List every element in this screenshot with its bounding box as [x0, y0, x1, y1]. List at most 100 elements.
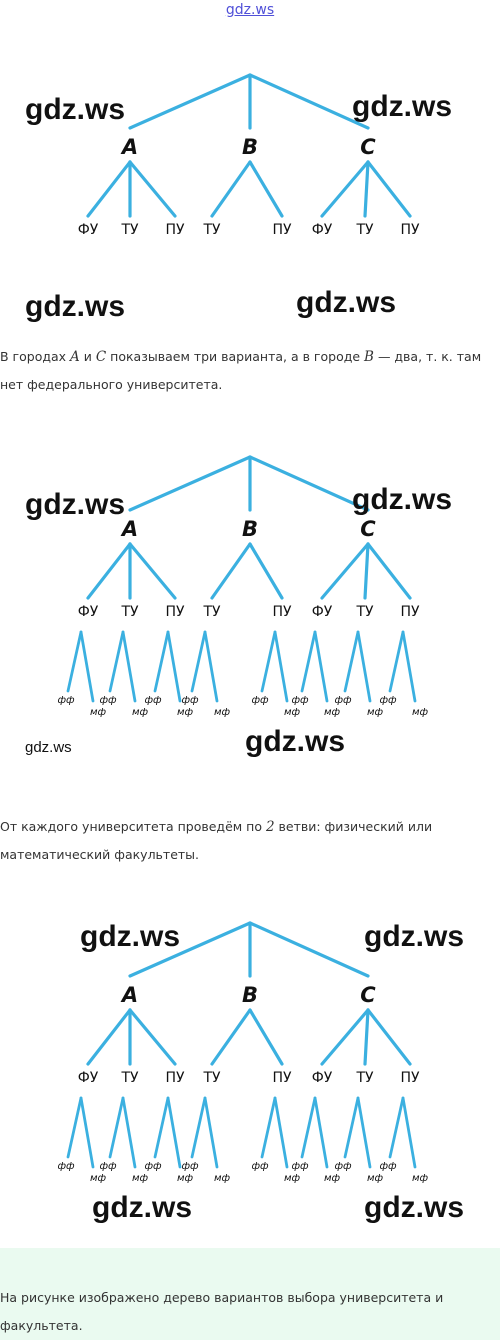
branch-A-ТУ-mf	[121, 630, 137, 703]
paragraph-2: От каждого университета проведём по 2 ве…	[0, 819, 433, 862]
watermark: gdz.ws	[92, 1191, 193, 1224]
university-label-C-ТУ: ТУ	[355, 222, 374, 238]
branch-B-ПУ-ff	[260, 1096, 277, 1159]
branch-C-ПУ-ff	[388, 630, 405, 693]
branch-A-ПУ	[128, 160, 177, 218]
branch-C-ПУ-ff	[388, 1096, 405, 1159]
university-label-C-ФУ: ФУ	[312, 1070, 333, 1086]
city-label-B: B	[242, 983, 258, 1007]
branch-A-ТУ-ff	[108, 630, 125, 693]
branch-C-ФУ	[320, 1008, 370, 1066]
watermark: gdz.ws	[80, 920, 181, 953]
branch-A-ТУ-mf	[121, 1096, 137, 1169]
university-label-A-ПУ: ПУ	[165, 222, 185, 238]
watermark: gdz.ws	[296, 286, 397, 319]
faculty-label-ff: фф	[57, 695, 75, 706]
branch-A-ПУ-ff	[153, 630, 170, 693]
university-label-A-ПУ: ПУ	[165, 1070, 185, 1086]
watermark: gdz.ws	[364, 920, 465, 953]
branch-C-ФУ	[320, 160, 370, 218]
watermark: gdz.ws	[25, 739, 72, 756]
faculty-label-mf: мф	[90, 707, 107, 718]
branch-A-ФУ	[86, 542, 132, 600]
branch-C-ПУ-mf	[401, 1096, 417, 1169]
branch-B-ПУ	[248, 1008, 284, 1066]
faculty-label-mf: мф	[367, 707, 384, 718]
university-label-A-ТУ: ТУ	[120, 1070, 139, 1086]
faculty-label-ff: фф	[291, 1161, 309, 1172]
university-label-A-ТУ: ТУ	[120, 222, 139, 238]
watermark: gdz.ws	[25, 93, 126, 126]
city-label-B: B	[242, 135, 258, 159]
city-label-C: C	[360, 135, 376, 159]
faculty-label-ff: фф	[144, 1161, 162, 1172]
city-label-A: A	[120, 517, 138, 541]
faculty-label-ff: фф	[251, 695, 269, 706]
branch-C-ФУ-mf	[313, 630, 329, 703]
tree-2-svg: AФУффмфТУффмфПУффмфBТУффмфПУффмфCФУффмфТ…	[57, 455, 428, 718]
branch-A-ПУ	[128, 1008, 177, 1066]
university-label-A-ТУ: ТУ	[120, 604, 139, 620]
city-label-A: A	[120, 983, 138, 1007]
watermark: gdz.ws	[364, 1191, 465, 1224]
branch-C-ФУ-ff	[300, 630, 317, 693]
paragraph-3: На рисунке изображено дерево вариантов в…	[0, 1290, 444, 1333]
university-label-B-ПУ: ПУ	[272, 1070, 292, 1086]
university-label-B-ТУ: ТУ	[202, 1070, 221, 1086]
city-label-C: C	[360, 983, 376, 1007]
faculty-label-mf: мф	[324, 707, 341, 718]
top-watermark-link[interactable]: gdz.ws	[225, 2, 275, 18]
university-label-B-ПУ: ПУ	[272, 604, 292, 620]
faculty-label-ff: фф	[99, 1161, 117, 1172]
faculty-label-ff: фф	[379, 1161, 397, 1172]
faculty-label-mf: мф	[132, 707, 149, 718]
faculty-label-mf: мф	[324, 1173, 341, 1184]
faculty-label-ff: фф	[99, 695, 117, 706]
branch-B-ТУ	[210, 542, 252, 600]
faculty-label-ff: фф	[251, 1161, 269, 1172]
university-label-A-ФУ: ФУ	[78, 222, 99, 238]
university-label-C-ФУ: ФУ	[312, 604, 333, 620]
university-label-C-ТУ: ТУ	[355, 604, 374, 620]
branch-C-ТУ-mf	[356, 630, 372, 703]
branch-A-ПУ	[128, 542, 177, 600]
branch-B-ТУ	[210, 1008, 252, 1066]
branch-C-ФУ-mf	[313, 1096, 329, 1169]
faculty-label-ff: фф	[181, 695, 199, 706]
branch-A-ПУ-ff	[153, 1096, 170, 1159]
branch-A-ФУ	[86, 160, 132, 218]
branch-A-ПУ-mf	[166, 1096, 182, 1169]
faculty-label-ff: фф	[144, 695, 162, 706]
faculty-label-mf: мф	[412, 1173, 429, 1184]
faculty-label-mf: мф	[177, 707, 194, 718]
watermark: gdz.ws	[25, 290, 126, 323]
faculty-label-mf: мф	[284, 707, 301, 718]
branch-C-ТУ-mf	[356, 1096, 372, 1169]
university-label-B-ТУ: ТУ	[202, 222, 221, 238]
watermark: gdz.ws	[245, 725, 346, 758]
watermark: gdz.ws	[25, 488, 126, 521]
branch-C-ТУ	[363, 1008, 370, 1066]
watermark: gdz.ws	[352, 483, 453, 516]
branch-C-ТУ-ff	[343, 630, 360, 693]
branch-A-ПУ-mf	[166, 630, 182, 703]
faculty-label-mf: мф	[284, 1173, 301, 1184]
university-label-C-ФУ: ФУ	[312, 222, 333, 238]
branch-C-ФУ	[320, 542, 370, 600]
faculty-label-ff: фф	[57, 1161, 75, 1172]
summary-box: На рисунке изображено дерево вариантов в…	[0, 1248, 500, 1340]
branch-C-ПУ-mf	[401, 630, 417, 703]
branch-root-A	[128, 73, 252, 130]
branch-root-C	[248, 73, 370, 130]
branch-root-A	[128, 455, 252, 512]
university-label-B-ПУ: ПУ	[272, 222, 292, 238]
branch-A-ФУ-ff	[66, 1096, 83, 1159]
faculty-label-ff: фф	[291, 695, 309, 706]
branch-B-ПУ	[248, 542, 284, 600]
branch-root-C	[248, 921, 370, 978]
branch-C-ПУ	[366, 542, 412, 600]
branch-A-ФУ-ff	[66, 630, 83, 693]
